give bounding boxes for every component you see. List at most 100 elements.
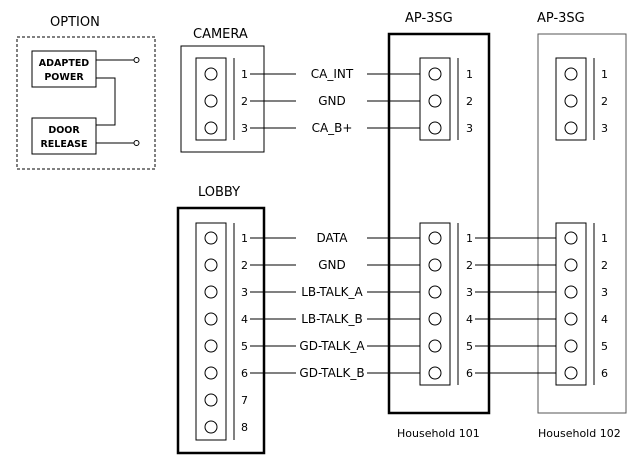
- household-101-model-title: AP-3SG: [405, 11, 453, 26]
- household-102-bottom-pin-number: 1: [601, 232, 608, 245]
- adapted-power-terminal: [133, 57, 140, 63]
- household-101-bottom-hole: [428, 366, 442, 380]
- lobby-terminal-hole: [204, 339, 218, 353]
- lobby-pin-number: 3: [241, 286, 248, 299]
- lobby-terminal-hole: [204, 420, 218, 434]
- lobby-pin-number: 4: [241, 313, 248, 326]
- lobby-group: LOBBY: [176, 185, 266, 455]
- lobby-pin-number: 6: [241, 367, 248, 380]
- lobby-pin-number: 5: [241, 340, 248, 353]
- household-101-top-hole: [428, 94, 442, 108]
- camera-terminal-hole: [204, 94, 218, 108]
- lobby-terminal-hole: [204, 366, 218, 380]
- lobby-pin-number: 8: [241, 421, 248, 434]
- lobby-terminal-block: [195, 222, 227, 441]
- household-102-top-terminal-block: [555, 57, 587, 141]
- lobby-terminal-hole: [204, 393, 218, 407]
- household-102-bottom-pin-number: 5: [601, 340, 608, 353]
- lobby-signal-label: LB-TALK_B: [301, 312, 363, 326]
- lobby-signal-label: DATA: [317, 231, 349, 245]
- household-101-bottom-pin-number: 2: [466, 259, 473, 272]
- household-101-caption: Household 101: [397, 427, 480, 440]
- adapted-power-label-2: POWER: [44, 72, 84, 83]
- household-101-top-terminal-block: [419, 57, 451, 141]
- household-101-bottom-hole: [428, 339, 442, 353]
- lobby-terminal-hole: [204, 312, 218, 326]
- door-release-label-2: RELEASE: [40, 139, 87, 150]
- lobby-signal-label: LB-TALK_A: [301, 285, 363, 299]
- household-101-top-pin-number: 1: [466, 68, 473, 81]
- household-102-bottom-pin-number: 6: [601, 367, 608, 380]
- household-102-top-pin-number: 1: [601, 68, 608, 81]
- household-102-bottom-pin-number: 4: [601, 313, 608, 326]
- camera-terminal-hole: [204, 67, 218, 81]
- lobby-terminal-hole: [204, 231, 218, 245]
- lobby-frame: [176, 206, 266, 455]
- household-101-top-pin-number: 2: [466, 95, 473, 108]
- household-101-bottom-pin-number: 3: [466, 286, 473, 299]
- option-link-wire: [96, 77, 116, 126]
- lobby-pin-number: 2: [241, 259, 248, 272]
- adapted-power-label-1: ADAPTED: [39, 58, 90, 69]
- household-102-top-pin-number: 3: [601, 122, 608, 135]
- camera-title: CAMERA: [193, 27, 248, 42]
- household-101-top-hole: [428, 67, 442, 81]
- camera-pin-number: 3: [241, 122, 248, 135]
- household-101-bottom-hole: [428, 312, 442, 326]
- lobby-signal-label: GD-TALK_A: [299, 339, 365, 353]
- household-102-bottom-pin-number: 2: [601, 259, 608, 272]
- household-102-bottom-hole: [564, 339, 578, 353]
- household-102-top-hole: [564, 94, 578, 108]
- household-102-top-pin-number: 2: [601, 95, 608, 108]
- door-release-label-1: DOOR: [48, 125, 80, 136]
- camera-signal-label: CA_B+: [312, 121, 353, 135]
- household-102-bottom-terminal-block: [555, 222, 587, 386]
- camera-terminal-block: [195, 57, 227, 141]
- lobby-signal-label: GND: [318, 258, 346, 272]
- household-102-bottom-hole: [564, 258, 578, 272]
- lobby-pin-number: 7: [241, 394, 248, 407]
- household-102-bottom-pin-number: 3: [601, 286, 608, 299]
- camera-signal-label: CA_INT: [311, 67, 354, 81]
- household-102-bottom-hole: [564, 285, 578, 299]
- door-release-box: [31, 117, 97, 155]
- camera-group: CAMERA: [180, 27, 265, 153]
- household-101-bottom-hole: [428, 231, 442, 245]
- household-101-unit: AP-3SG Household 101: [387, 11, 491, 440]
- lobby-pin-number: 1: [241, 232, 248, 245]
- door-release-terminal: [133, 140, 140, 146]
- option-title: OPTION: [50, 15, 100, 30]
- camera-terminal-hole: [204, 121, 218, 135]
- household-102-top-hole: [564, 67, 578, 81]
- household-102-top-hole: [564, 121, 578, 135]
- household-102-frame: [537, 33, 627, 414]
- lobby-terminal-hole: [204, 258, 218, 272]
- camera-frame: [180, 45, 265, 153]
- household-101-bottom-hole: [428, 258, 442, 272]
- lobby-title: LOBBY: [198, 185, 240, 200]
- lobby-signal-label: GD-TALK_B: [299, 366, 364, 380]
- household-102-caption: Household 102: [538, 427, 621, 440]
- camera-pin-number: 1: [241, 68, 248, 81]
- household-101-frame: [387, 32, 491, 415]
- household-102-unit: AP-3SG Household 102: [537, 11, 627, 440]
- lobby-terminal-hole: [204, 285, 218, 299]
- household-101-bottom-terminal-block: [419, 222, 451, 386]
- household-101-top-pin-number: 3: [466, 122, 473, 135]
- option-group: OPTION ADAPTED POWER DOOR RELEASE: [16, 15, 156, 170]
- adapted-power-box: [31, 50, 97, 88]
- camera-signal-label: GND: [318, 94, 346, 108]
- household-102-model-title: AP-3SG: [537, 11, 585, 26]
- camera-pin-number: 2: [241, 95, 248, 108]
- household-101-top-hole: [428, 121, 442, 135]
- household-101-bottom-pin-number: 1: [466, 232, 473, 245]
- household-102-bottom-hole: [564, 231, 578, 245]
- household-102-bottom-hole: [564, 312, 578, 326]
- household-101-bottom-pin-number: 5: [466, 340, 473, 353]
- household-101-bottom-pin-number: 4: [466, 313, 473, 326]
- household-101-bottom-pin-number: 6: [466, 367, 473, 380]
- household-102-bottom-hole: [564, 366, 578, 380]
- household-101-bottom-hole: [428, 285, 442, 299]
